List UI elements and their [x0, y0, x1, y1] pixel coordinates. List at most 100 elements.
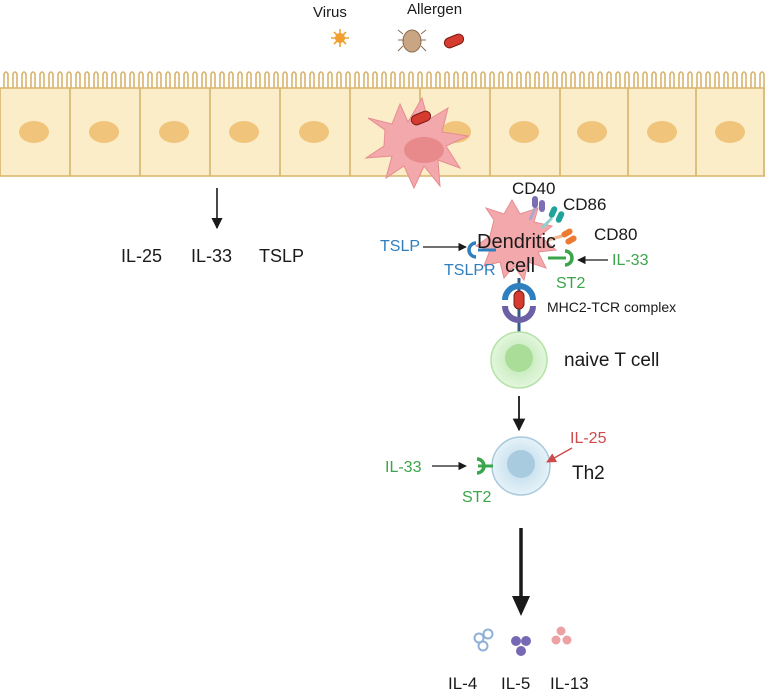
cd40-label: CD40 [512, 179, 555, 198]
microvillus [552, 71, 558, 88]
mhc2-tcr-complex [502, 278, 536, 342]
microvillus [705, 71, 711, 88]
allergen-icon [443, 33, 465, 49]
microvillus [669, 71, 675, 88]
microvillus [732, 71, 738, 88]
naive-t-cell [490, 331, 548, 389]
dc-il33-label: IL-33 [612, 252, 649, 269]
th2-label: Th2 [572, 463, 605, 484]
cd86-label: CD86 [563, 195, 606, 214]
microvillus [174, 71, 180, 88]
microvillus [534, 71, 540, 88]
microvillus [624, 71, 630, 88]
cd80-label: CD80 [594, 225, 637, 244]
microvillus [39, 71, 45, 88]
virus-label: Virus [313, 4, 347, 21]
dendritic-cell-label: Dendritic [477, 231, 556, 253]
microvillus [444, 71, 450, 88]
nucleus [19, 121, 49, 143]
microvillus [21, 71, 27, 88]
dc-st2-label: ST2 [556, 275, 585, 292]
microvillus [120, 71, 126, 88]
cytokine-tslp: TSLP [259, 246, 304, 266]
th2-il25-label: IL-25 [570, 430, 607, 447]
epithelium-band [0, 88, 765, 176]
microvillus [696, 71, 702, 88]
naive-t-cell-nucleus [505, 344, 533, 372]
nucleus [577, 121, 607, 143]
microvillus [372, 71, 378, 88]
microvillus [741, 71, 747, 88]
dust-mite-icon [397, 29, 427, 53]
microvillus [165, 71, 171, 88]
nucleus [715, 121, 745, 143]
microvillus [183, 71, 189, 88]
microvillus [606, 71, 612, 88]
il4-granules [473, 628, 494, 652]
epithelial-layer [0, 71, 765, 177]
microvillus [579, 71, 585, 88]
microvillus [291, 71, 297, 88]
naive-t-cell-label: naive T cell [564, 350, 659, 371]
output-il4: IL-4 [448, 674, 477, 692]
microvillus [282, 71, 288, 88]
dendritic-cell-body [474, 198, 558, 282]
dendritic-cell-label-2: cell [505, 255, 535, 277]
nucleus [89, 121, 119, 143]
microvillus [48, 71, 54, 88]
cytokine-il33: IL-33 [191, 246, 232, 266]
microvillus [273, 71, 279, 88]
nucleus [509, 121, 539, 143]
epithelial-nuclei [19, 121, 745, 143]
microvillus [30, 71, 36, 88]
microvillus [570, 71, 576, 88]
microvilli [3, 71, 765, 88]
microvillus [588, 71, 594, 88]
microvillus [462, 71, 468, 88]
microvillus [426, 71, 432, 88]
microvillus [102, 71, 108, 88]
microvillus [111, 71, 117, 88]
microvillus [138, 71, 144, 88]
microvillus [264, 71, 270, 88]
microvillus [678, 71, 684, 88]
microvillus [345, 71, 351, 88]
microvillus [660, 71, 666, 88]
microvillus [417, 71, 423, 88]
th2-st2-receptor [476, 457, 493, 475]
th2-cell [476, 436, 551, 496]
microvillus [210, 71, 216, 88]
tslpr-label: TSLPR [444, 262, 496, 279]
microvillus [318, 71, 324, 88]
microvillus [651, 71, 657, 88]
microvillus [66, 71, 72, 88]
microvillus [633, 71, 639, 88]
microvillus [408, 71, 414, 88]
cd40-marker [528, 196, 545, 221]
microvillus [255, 71, 261, 88]
nucleus [159, 121, 189, 143]
microvillus [714, 71, 720, 88]
output-il5: IL-5 [501, 674, 530, 692]
microvillus [246, 71, 252, 88]
th2-cell-nucleus [507, 450, 535, 478]
cytokine-il25: IL-25 [121, 246, 162, 266]
virus-icon [331, 29, 349, 47]
allergen-label: Allergen [407, 1, 462, 18]
microvillus [57, 71, 63, 88]
microvillus [687, 71, 693, 88]
microvillus [93, 71, 99, 88]
cd86-marker [540, 206, 565, 230]
nucleus [299, 121, 329, 143]
microvillus [84, 71, 90, 88]
microvillus [237, 71, 243, 88]
microvillus [75, 71, 81, 88]
microvillus [435, 71, 441, 88]
microvillus [147, 71, 153, 88]
microvillus [192, 71, 198, 88]
secretion-arrow-head [512, 596, 530, 616]
cd80-marker [547, 228, 577, 245]
il13-granules [551, 626, 572, 645]
